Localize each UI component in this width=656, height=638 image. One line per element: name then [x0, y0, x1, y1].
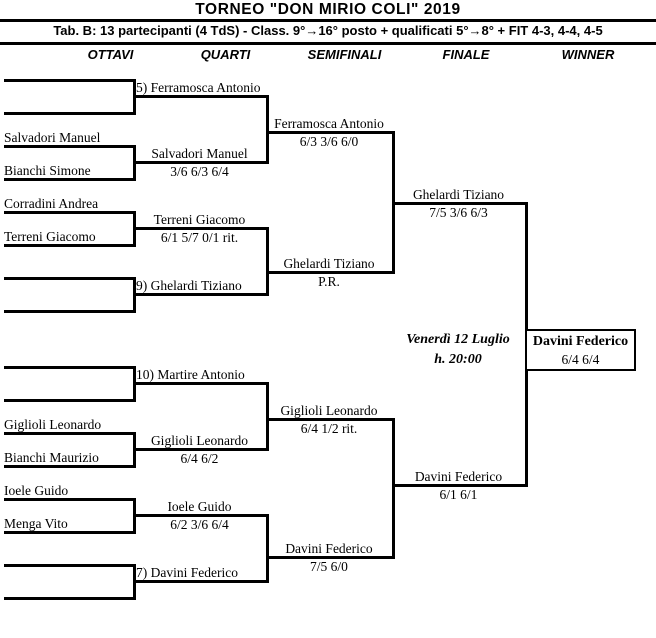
finale-line-1 [392, 202, 525, 205]
finale-score-1: 7/5 3/6 6/3 [429, 205, 488, 220]
ottavi-line-1 [4, 79, 134, 82]
quarti-winner-7: Ioele Guido [167, 499, 232, 514]
semifinali-line-2 [266, 271, 392, 274]
column-header-winner: WINNER [561, 47, 615, 62]
semifinali-winner-1: Ferramosca Antonio [274, 116, 384, 131]
quarti-winner-4: 9) Ghelardi Tiziano [136, 278, 242, 293]
semifinali-winner-3: Giglioli Leonardo [280, 403, 378, 418]
ottavi-player-4: Bianchi Simone [4, 163, 91, 178]
semifinali-line-3 [266, 418, 392, 421]
column-header-finale: FINALE [442, 47, 490, 62]
quarti-connector-3 [266, 382, 269, 451]
ottavi-player-5: Corradini Andrea [4, 196, 99, 211]
title-divider-top [0, 19, 656, 22]
finale-winner-1: Ghelardi Tiziano [412, 187, 505, 202]
ottavi-player-3: Salvadori Manuel [4, 130, 101, 145]
title-divider-bottom [0, 42, 656, 45]
semifinali-winner-4: Davini Federico [285, 541, 373, 556]
quarti-connector-4 [266, 514, 269, 583]
semifinali-score-4: 7/5 6/0 [310, 559, 348, 574]
winner-score: 6/4 6/4 [561, 352, 600, 367]
semifinali-connector-2 [392, 418, 395, 559]
column-header-ottavi: OTTAVI [87, 47, 134, 62]
tournament-subtitle: Tab. B: 13 partecipanti (4 TdS) - Class.… [53, 23, 603, 38]
semifinali-score-3: 6/4 1/2 rit. [300, 421, 358, 436]
ottavi-line-6 [4, 244, 134, 247]
ottavi-player-14: Menga Vito [4, 516, 68, 531]
quarti-score-2: 3/6 6/3 6/4 [170, 164, 229, 179]
ottavi-line-2 [4, 112, 134, 115]
ottavi-line-15 [4, 564, 134, 567]
final-schedule-time: h. 20:00 [434, 352, 482, 367]
quarti-connector-1 [266, 95, 269, 164]
semifinali-score-1: 6/3 3/6 6/0 [299, 134, 359, 149]
finale-score-2: 6/1 6/1 [439, 487, 478, 502]
ottavi-line-8 [4, 310, 134, 313]
quarti-winner-3: Terreni Giacomo [153, 212, 246, 227]
tournament-title: TORNEO "DON MIRIO COLI" 2019 [195, 1, 461, 18]
ottavi-player-11: Giglioli Leonardo [4, 417, 102, 432]
quarti-winner-8: 7) Davini Federico [136, 565, 238, 580]
quarti-line-6 [133, 448, 266, 451]
semifinali-line-1 [266, 131, 392, 134]
ottavi-line-10 [4, 399, 134, 402]
winner-name: Davini Federico [532, 334, 629, 349]
semifinali-line-4 [266, 556, 392, 559]
ottavi-line-14 [4, 531, 134, 534]
finale-winner-2: Davini Federico [414, 469, 503, 484]
quarti-score-3: 6/1 5/7 0/1 rit. [160, 230, 239, 245]
ottavi-line-3 [4, 145, 134, 148]
ottavi-line-9 [4, 366, 134, 369]
quarti-winner-1: 5) Ferramosca Antonio [136, 80, 261, 95]
ottavi-line-11 [4, 432, 134, 435]
quarti-line-8 [133, 580, 266, 583]
semifinali-winner-2: Ghelardi Tiziano [283, 256, 375, 271]
ottavi-line-12 [4, 465, 134, 468]
ottavi-line-5 [4, 211, 134, 214]
quarti-winner-5: 10) Martire Antonio [136, 367, 245, 382]
ottavi-player-12: Bianchi Maurizio [4, 450, 99, 465]
column-header-quarti: QUARTI [200, 47, 251, 62]
quarti-connector-2 [266, 227, 269, 296]
quarti-score-7: 6/2 3/6 6/4 [170, 517, 229, 532]
quarti-line-5 [133, 382, 266, 385]
column-header-semifinali: SEMIFINALI [307, 47, 382, 62]
quarti-line-1 [133, 95, 266, 98]
semifinali-score-2: P.R. [318, 274, 340, 289]
finale-line-2 [392, 484, 525, 487]
quarti-winner-6: Giglioli Leonardo [150, 433, 249, 448]
quarti-line-3 [133, 227, 266, 230]
ottavi-player-6: Terreni Giacomo [4, 229, 96, 244]
quarti-line-4 [133, 293, 266, 296]
ottavi-line-7 [4, 277, 134, 280]
quarti-score-6: 6/4 6/2 [180, 451, 219, 466]
quarti-winner-2: Salvadori Manuel [151, 146, 248, 161]
quarti-line-2 [133, 161, 266, 164]
ottavi-player-13: Ioele Guido [4, 483, 69, 498]
ottavi-line-13 [4, 498, 134, 501]
winner-box: Davini Federico 6/4 6/4 [525, 329, 636, 371]
ottavi-line-16 [4, 597, 134, 600]
ottavi-line-4 [4, 178, 134, 181]
final-schedule-date: Venerdì 12 Luglio [406, 332, 510, 347]
quarti-line-7 [133, 514, 266, 517]
